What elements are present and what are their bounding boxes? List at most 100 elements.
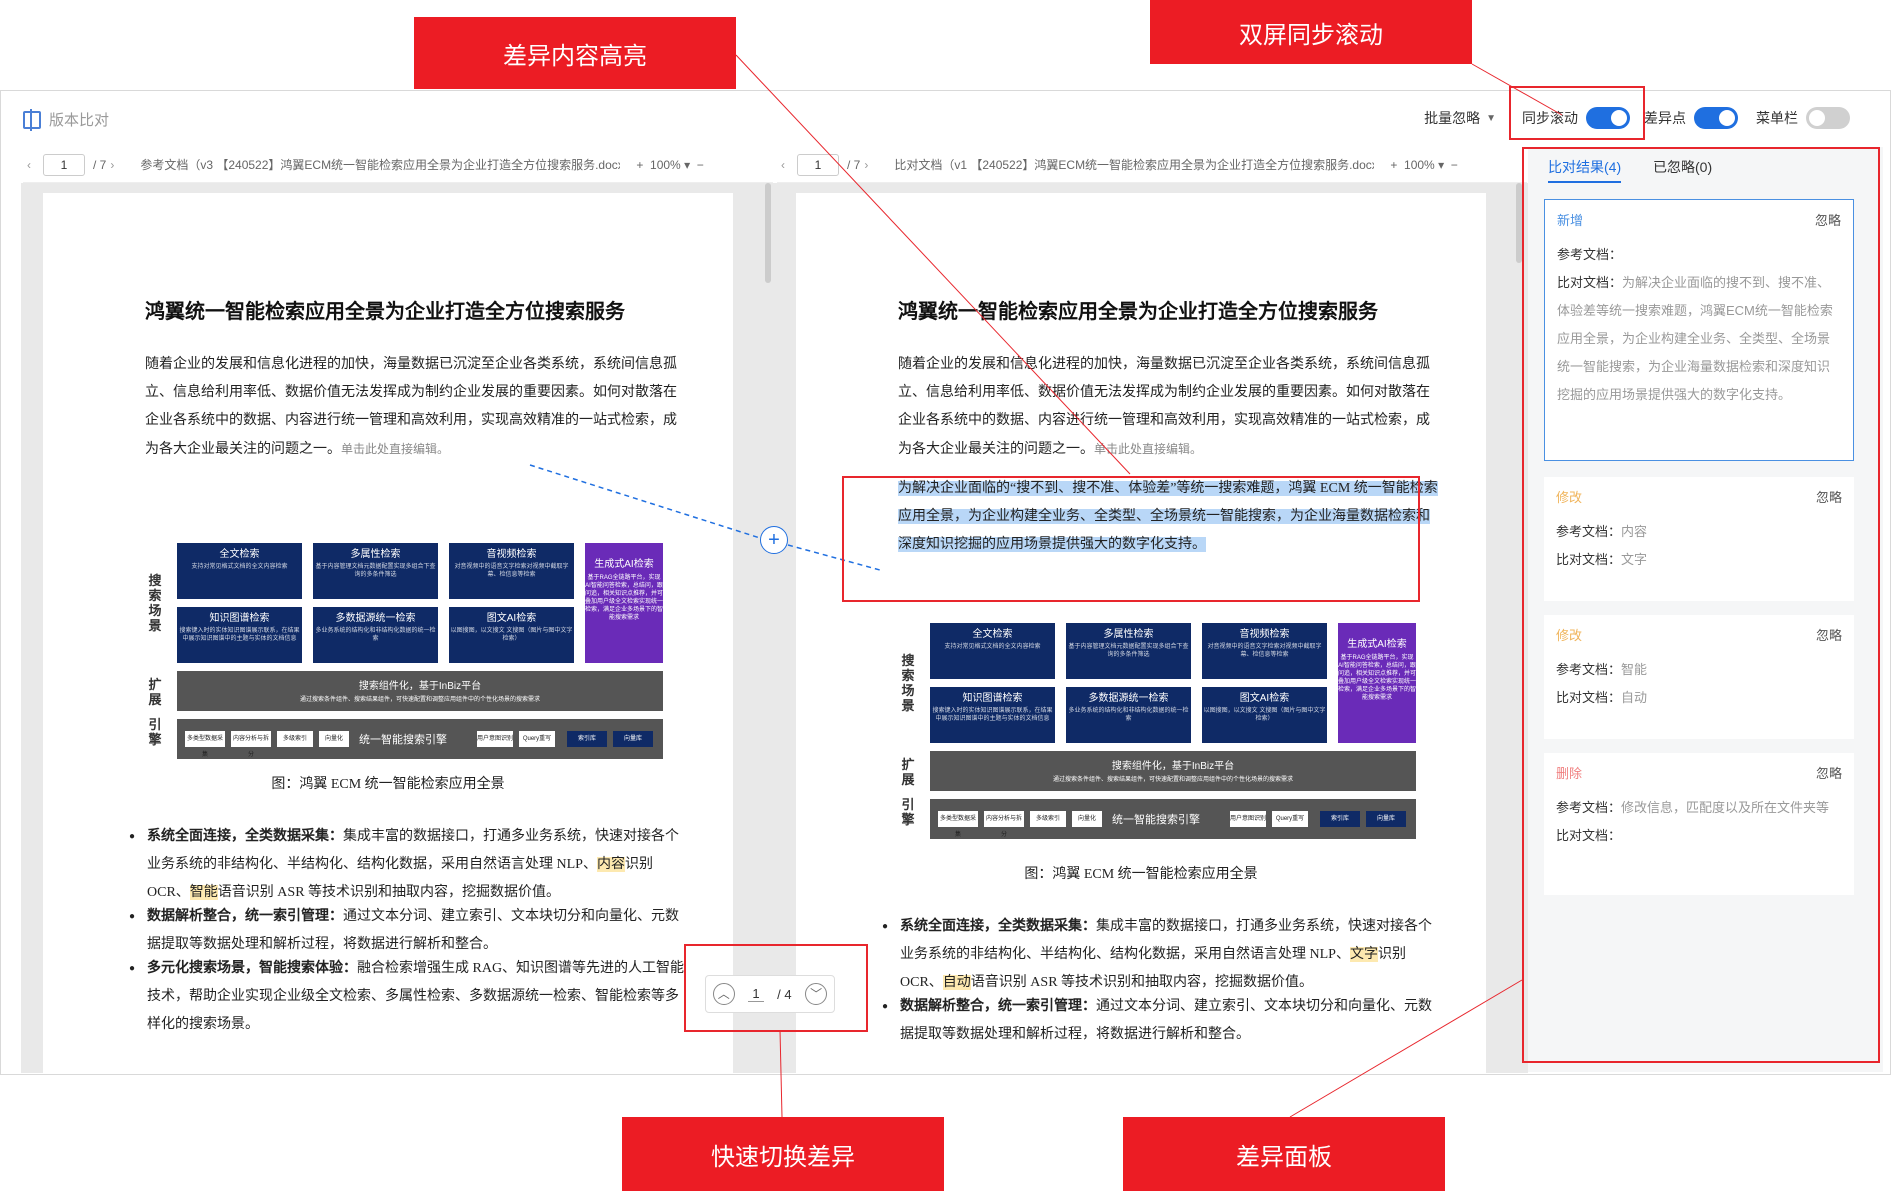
diagram-ext-bar: 搜索组件化，基于InBiz平台通过搜索条件组件、搜索结果组件，可快速配置和调整应… [177, 671, 663, 711]
prev-page-icon[interactable]: ‹ [27, 157, 31, 172]
diagram-genai-box: 生成式AI检索基于RAG全链路平台，实现AI智能问答检索，总结问，跟问追，相关知… [585, 543, 663, 663]
left-edit-hint: 单击此处直接编辑。 [341, 442, 450, 456]
right-doc-pane[interactable]: 鸿翼统一智能检索应用全景为企业打造全方位搜索服务 随着企业的发展和信息化进程的加… [776, 183, 1528, 1073]
ignore-button[interactable]: 忽略 [1815, 628, 1842, 643]
diff-mark-cmp-1[interactable]: 文字 [1349, 947, 1378, 962]
right-added-para[interactable]: 为解决企业面临的“搜不到、搜不准、体验差”等统一搜索难题，鸿翼 ECM 统一智能… [898, 475, 1438, 559]
ref-line: 参考文档：修改信息，匹配度以及所在文件夹等 [1556, 794, 1842, 822]
box-sub: 支持对常见格式文档的全文内容检索 [944, 644, 1041, 650]
box-sub: 多业务系统的结构化和非结构化数据的统一检索 [1068, 708, 1189, 722]
right-para-1[interactable]: 随着企业的发展和信息化进程的加快，海量数据已沉淀至企业各类系统，系统间信息孤立、… [898, 351, 1438, 464]
cmp-value: 为解决企业面临的搜不到、搜不准、体验差等统一搜索难题，鸿翼ECM统一智能检索应用… [1557, 275, 1833, 402]
box-sub: 支持对常见格式文档的全文内容检索 [191, 564, 288, 570]
box-sub: 对音视频中的语音文字检索对视频中截取字幕、检信息等检索 [1207, 644, 1322, 658]
box-title: 知识图谱检索 [209, 613, 270, 624]
diagram-side-engine: 引擎 [148, 717, 162, 747]
ext-sub: 通过搜索条件组件、搜索结果组件，可快速配置和调整应用组件中的个性化场景的搜索需求 [299, 697, 540, 703]
engine-chip: 索引库 [567, 731, 607, 747]
box-title: 知识图谱检索 [962, 693, 1023, 704]
genai-title: 生成式AI检索 [594, 559, 654, 570]
engine-chip: 向量化 [319, 731, 349, 747]
menu-bar-toggle[interactable] [1806, 107, 1850, 129]
diff-total: / 4 [777, 986, 792, 1002]
genai-sub: 基于RAG全链路平台，实现AI智能问答检索，总结问，跟问追，相关知识点推荐，并可… [585, 575, 664, 621]
box-sub: 搜索键入时的实体知识图谱展示联系，在结果中展示知识图谱中的主题与实体的文档信息 [932, 708, 1053, 722]
ref-label: 参考文档： [1556, 662, 1622, 677]
left-doc-title: 鸿翼统一智能检索应用全景为企业打造全方位搜索服务 [145, 301, 625, 323]
left-doc-pane[interactable]: 鸿翼统一智能检索应用全景为企业打造全方位搜索服务 随着企业的发展和信息化进程的加… [21, 183, 776, 1073]
ignore-button[interactable]: 忽略 [1815, 766, 1842, 781]
left-bullet-3[interactable]: 多元化搜索场景，智能搜索体验：融合检索增强生成 RAG、知识图谱等先进的人工智能… [129, 955, 689, 1039]
diagram-box: 多数据源统一检索多业务系统的结构化和非结构化数据的统一检索 [313, 607, 438, 663]
diff-card-added[interactable]: 新增忽略 参考文档： 比对文档：为解决企业面临的搜不到、搜不准、体验差等统一搜索… [1544, 199, 1854, 461]
next-page-icon[interactable]: › [864, 157, 869, 172]
left-diagram-caption: 图：鸿翼 ECM 统一智能检索应用全景 [271, 777, 505, 792]
right-page-input[interactable]: 1 [797, 153, 839, 176]
callout-diff-highlight: 差异内容高亮 [414, 17, 736, 89]
diagram-box: 知识图谱检索搜索键入时的实体知识图谱展示联系，在结果中展示知识图谱中的主题与实体… [930, 687, 1055, 743]
ref-line: 参考文档：智能 [1556, 656, 1842, 684]
diagram-box: 音视频检索对音视频中的语音文字检索对视频中截取字幕、检信息等检索 [1202, 623, 1327, 679]
chevron-down-icon[interactable]: ﹀ [805, 983, 828, 1005]
ref-label: 参考文档： [1556, 524, 1622, 539]
diff-card-modified[interactable]: 修改忽略 参考文档：内容 比对文档：文字 [1544, 477, 1854, 601]
chevron-up-icon[interactable]: ︿ [712, 983, 735, 1005]
cmp-line: 比对文档： [1556, 822, 1842, 850]
callout-sync-scroll: 双屏同步滚动 [1150, 0, 1472, 64]
right-bullet-2[interactable]: 数据解析整合，统一索引管理：通过文本分词、建立索引、文本块切分和向量化、元数据提… [882, 993, 1442, 1049]
left-bullet-1[interactable]: 系统全面连接，全类数据采集：集成丰富的数据接口，打通多业务系统，快速对接各个业务… [129, 823, 689, 907]
box-sub: 以图搜图，以文搜文 文搜图（图片与图中文字检索） [450, 628, 573, 642]
link-plus-icon[interactable]: + [760, 526, 788, 554]
ref-label: 参考文档： [1557, 247, 1623, 262]
engine-chip: 索引库 [1320, 811, 1360, 827]
left-scrollbar[interactable] [765, 183, 771, 283]
engine-chip: 多级索引 [1030, 811, 1066, 827]
callout-quick-switch: 快速切换差异 [622, 1117, 944, 1191]
left-page-input[interactable]: 1 [43, 153, 85, 176]
tab-compare-results[interactable]: 比对结果(4) [1548, 159, 1622, 183]
bullet-1-title: 系统全面连接，全类数据采集： [900, 919, 1096, 934]
left-bullet-2[interactable]: 数据解析整合，统一索引管理：通过文本分词、建立索引、文本块切分和向量化、元数据提… [129, 903, 689, 959]
left-para-1[interactable]: 随着企业的发展和信息化进程的加快，海量数据已沉淀至企业各类系统，系统间信息孤立、… [145, 351, 685, 464]
ref-value: 内容 [1621, 524, 1648, 539]
callout-diff-panel: 差异面板 [1123, 1117, 1445, 1191]
engine-label: 统一智能搜索引擎 [1112, 814, 1200, 826]
ignore-button[interactable]: 忽略 [1814, 213, 1841, 228]
diff-mark-ref-2[interactable]: 智能 [189, 885, 218, 900]
right-doc-name: 比对文档（v1 【240522】鸿翼ECM统一智能检索应用全景为企业打造全方位搜… [894, 158, 1375, 172]
compare-icon [23, 108, 41, 131]
cmp-line: 比对文档：自动 [1556, 684, 1842, 712]
right-scrollbar[interactable] [1516, 183, 1522, 263]
engine-chip: 向量库 [613, 731, 653, 747]
right-bullet-1[interactable]: 系统全面连接，全类数据采集：集成丰富的数据接口，打通多业务系统，快速对接各个业务… [882, 913, 1442, 997]
ref-value: 智能 [1621, 662, 1648, 677]
bullet-1-text-b: 语音识别 ASR 等技术识别和抽取内容，挖掘数据价值。 [217, 885, 561, 900]
right-page-total: / 7 [847, 157, 861, 172]
diff-points-control: 差异点 [1644, 107, 1738, 129]
box-sub: 对音视频中的语音文字检索对视频中截取字幕、检信息等检索 [454, 564, 569, 578]
diff-current[interactable]: 1 [748, 986, 764, 1002]
next-page-icon[interactable]: › [110, 157, 115, 172]
batch-ignore-dropdown[interactable]: 批量忽略 ▼ [1424, 108, 1496, 128]
app-title-text: 版本比对 [49, 112, 110, 129]
diff-mark-ref-1[interactable]: 内容 [596, 857, 625, 872]
diff-card-deleted[interactable]: 删除忽略 参考文档：修改信息，匹配度以及所在文件夹等 比对文档： [1544, 753, 1854, 895]
diff-mark-cmp-2[interactable]: 自动 [942, 975, 971, 990]
diff-card-modified[interactable]: 修改忽略 参考文档：智能 比对文档：自动 [1544, 615, 1854, 739]
diagram-box: 全文检索支持对常见格式文档的全文内容检索 [930, 623, 1055, 679]
left-zoom-control[interactable]: + 100% ▾ − [636, 157, 704, 172]
diagram-side-search: 搜索场景 [901, 653, 915, 713]
ignore-button[interactable]: 忽略 [1815, 490, 1842, 505]
diff-points-toggle[interactable] [1694, 107, 1738, 129]
box-title: 音视频检索 [486, 549, 537, 560]
tab-ignored[interactable]: 已忽略(0) [1653, 159, 1713, 175]
diagram-box: 图文AI检索以图搜图，以文搜文 文搜图（图片与图中文字检索） [449, 607, 574, 663]
engine-chip: 多级索引 [277, 731, 313, 747]
prev-page-icon[interactable]: ‹ [781, 157, 785, 172]
right-doc-toolbar: ‹ 1 / 7 › 比对文档（v1 【240522】鸿翼ECM统一智能检索应用全… [777, 147, 1527, 183]
diagram-side-engine: 引擎 [901, 797, 915, 827]
right-zoom-control[interactable]: + 100% ▾ − [1390, 157, 1458, 172]
sync-scroll-toggle[interactable] [1586, 107, 1630, 129]
right-zoom-value: 100% [1404, 157, 1435, 172]
bullet-3-title: 多元化搜索场景，智能搜索体验： [147, 961, 357, 976]
